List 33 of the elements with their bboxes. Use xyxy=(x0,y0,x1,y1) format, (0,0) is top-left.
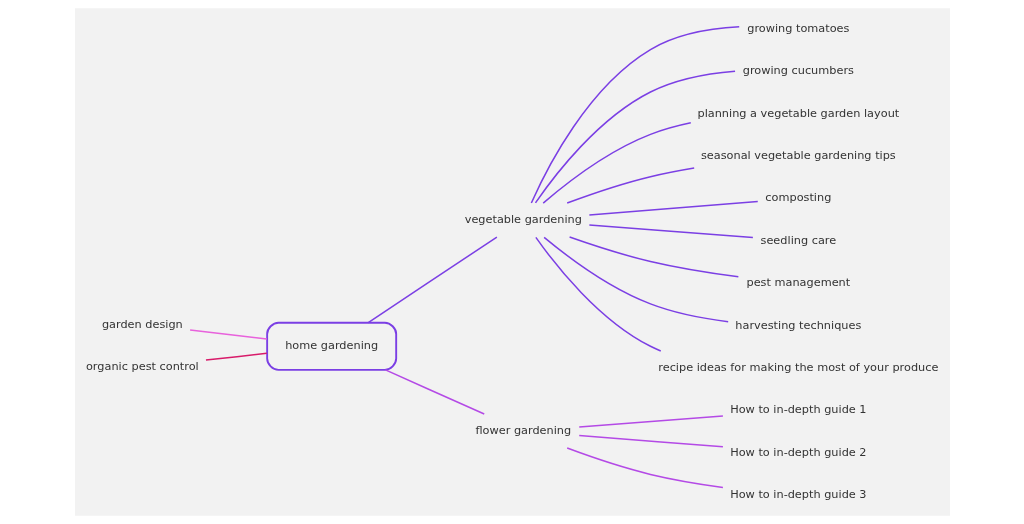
node-box: home gardening xyxy=(265,321,397,371)
connector xyxy=(577,415,724,428)
connector xyxy=(367,236,498,324)
connector xyxy=(565,167,695,204)
node-text: pest management xyxy=(746,276,850,290)
node-text: harvesting techniques xyxy=(734,318,861,332)
connector xyxy=(204,352,268,361)
connector xyxy=(534,236,661,352)
node-text: garden design xyxy=(101,317,183,331)
node-text: growing cucumbers xyxy=(742,64,854,78)
connector xyxy=(541,122,692,204)
node-text: organic pest control xyxy=(85,359,199,373)
node-text: How to in-depth guide 3 xyxy=(729,488,867,502)
connector xyxy=(588,200,759,216)
node-text: seasonal vegetable gardening tips xyxy=(700,148,896,162)
connector xyxy=(188,329,268,340)
node-text: planning a vegetable garden layout xyxy=(696,106,899,120)
connector xyxy=(530,26,740,204)
connector xyxy=(384,369,485,415)
connector xyxy=(577,434,724,448)
node-text: flower gardening xyxy=(474,423,571,437)
connector xyxy=(565,447,724,489)
node-text: composting xyxy=(764,191,831,205)
connector xyxy=(542,236,729,323)
node-text: recipe ideas for making the most of your produce xyxy=(657,360,938,374)
node-text: seedling care xyxy=(760,233,836,247)
node-text: How to in-depth guide 2 xyxy=(729,445,867,459)
node-text: vegetable gardening xyxy=(464,213,582,227)
node-text: growing tomatoes xyxy=(746,21,849,35)
node-text: How to in-depth guide 1 xyxy=(729,403,867,417)
connector xyxy=(568,236,739,278)
connector xyxy=(534,70,736,204)
connector xyxy=(588,224,754,239)
